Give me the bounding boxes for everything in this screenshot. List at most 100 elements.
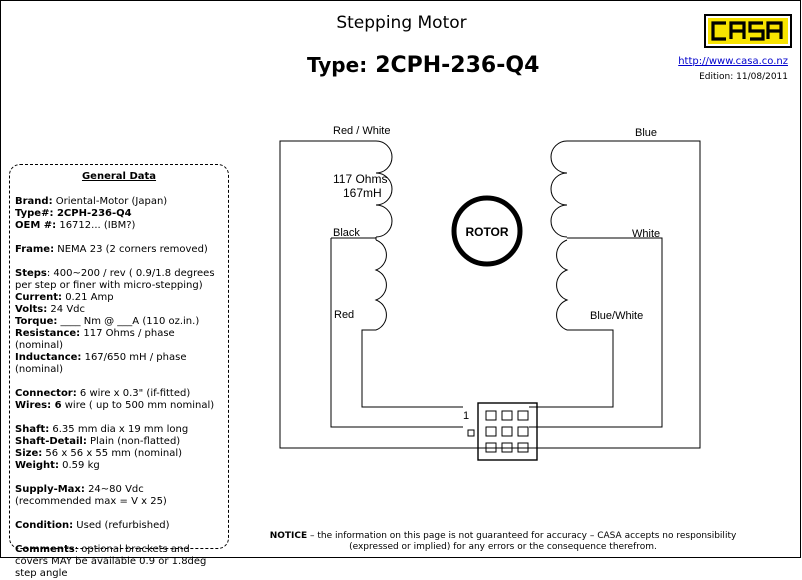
spec-key: Steps <box>15 268 47 279</box>
label-white: White <box>632 228 660 240</box>
website-link[interactable]: http://www.casa.co.nz <box>678 56 788 67</box>
general-data-panel: General Data Brand: Oriental-Motor (Japa… <box>9 164 229 579</box>
wire-red <box>361 329 463 408</box>
spec-row: Wires: 6 wire ( up to 500 mm nominal) <box>15 400 223 412</box>
connector-key-marker <box>467 429 475 437</box>
spec-row: Connector: 6 wire x 0.3" (if-fitted) <box>15 388 223 400</box>
spec-key: Supply-Max: <box>15 484 85 495</box>
spec-value: : 400~200 / rev ( 0.9/1.8 degrees per st… <box>15 268 215 291</box>
connector-pin <box>517 426 529 437</box>
wiring-diagram: Red / White Blue 117 Ohms 167mH Black Wh… <box>279 125 701 461</box>
spec-value: wire ( up to 500 mm nominal) <box>61 400 215 411</box>
type-heading: Type: 2CPH-236-Q4 <box>307 53 539 78</box>
spec-key: Connector: <box>15 388 77 399</box>
spec-value: 117 Ohms / phase (nominal) <box>15 328 175 351</box>
spec-value: 0.59 kg <box>58 460 100 471</box>
spec-row: Torque: ____ Nm @ ___A (110 oz.in.) <box>15 316 223 328</box>
spec-row: Size: 56 x 56 x 55 mm (nominal) <box>15 448 223 460</box>
general-data-group: Steps: 400~200 / rev ( 0.9/1.8 degrees p… <box>15 268 223 376</box>
spec-row: OEM #: 16712... (IBM?) <box>15 220 223 232</box>
label-blue: Blue <box>635 127 657 139</box>
connector-pin <box>501 426 513 437</box>
spec-key: Current: <box>15 292 63 303</box>
label-rotor: ROTOR <box>465 225 508 239</box>
notice-text: – the information on this page is not gu… <box>307 531 737 552</box>
left-coil-upper <box>375 140 393 238</box>
connector-pin <box>501 410 513 421</box>
connector-pin <box>485 410 497 421</box>
spec-value: : optional brackets and covers MAY be av… <box>15 544 207 579</box>
type-label: Type: <box>307 53 368 77</box>
label-black: Black <box>333 227 360 239</box>
general-data-group: Brand: Oriental-Motor (Japan)Type#: 2CPH… <box>15 196 223 232</box>
spec-key: Condition: <box>15 520 74 531</box>
spec-key: Brand: <box>15 196 53 207</box>
right-coil-upper <box>550 140 568 238</box>
connector-pin <box>501 442 513 453</box>
spec-row: Frame: NEMA 23 (2 corners removed) <box>15 244 223 256</box>
spec-row: Resistance: 117 Ohms / phase (nominal) <box>15 328 223 352</box>
label-resistance: 117 Ohms <box>333 172 387 186</box>
label-red-white: Red / White <box>333 125 390 137</box>
general-data-body: Brand: Oriental-Motor (Japan)Type#: 2CPH… <box>15 196 223 580</box>
spec-value: 6 wire x 0.3" (if-fitted) <box>76 388 191 399</box>
spec-row: Type#: 2CPH-236-Q4 <box>15 208 223 220</box>
spec-value: Oriental-Motor (Japan) <box>52 196 168 207</box>
spec-value: 167/650 mH / phase (nominal) <box>15 352 187 375</box>
spec-key: Volts: <box>15 304 48 315</box>
notice-key: NOTICE <box>269 531 308 541</box>
casa-logo <box>704 14 792 48</box>
spec-value: ____ Nm @ ___A (110 oz.in.) <box>57 316 200 327</box>
connector-pin <box>517 442 529 453</box>
spec-row: Shaft-Detail: Plain (non-flatted) <box>15 436 223 448</box>
spec-key: Wires: 6 <box>15 400 62 411</box>
spec-row: Shaft: 6.35 mm dia x 19 mm long <box>15 424 223 436</box>
spec-key: Resistance: <box>15 328 81 339</box>
spec-key: Size: <box>15 448 43 459</box>
connector-pin <box>485 426 497 437</box>
wire-red-white <box>279 140 701 449</box>
general-data-group: Condition: Used (refurbished) <box>15 520 223 532</box>
spec-key: Inductance: <box>15 352 82 363</box>
rotor-symbol <box>451 195 523 267</box>
casa-logo-badge <box>708 18 788 44</box>
spec-row: Inductance: 167/650 mH / phase (nominal) <box>15 352 223 376</box>
label-red: Red <box>334 309 354 321</box>
spec-row: Steps: 400~200 / rev ( 0.9/1.8 degrees p… <box>15 268 223 292</box>
spec-value: 56 x 56 x 55 mm (nominal) <box>42 448 182 459</box>
page-title: Stepping Motor <box>336 13 467 33</box>
spec-key: Frame: <box>15 244 55 255</box>
spec-value: 0.21 Amp <box>62 292 114 303</box>
spec-key: OEM #: <box>15 220 57 231</box>
label-blue-white: Blue/White <box>590 310 643 322</box>
right-coil-lower <box>556 239 569 331</box>
general-data-group: Supply-Max: 24~80 Vdc (recommended max =… <box>15 484 223 508</box>
spec-row: Condition: Used (refurbished) <box>15 520 223 532</box>
spec-row: Brand: Oriental-Motor (Japan) <box>15 196 223 208</box>
spec-value: 16712... (IBM?) <box>56 220 136 231</box>
connector-pin <box>517 410 529 421</box>
spec-key: Weight: <box>15 460 59 471</box>
spec-key: Type#: <box>15 208 54 219</box>
spec-key: Shaft: <box>15 424 50 435</box>
spec-value: Used (refurbished) <box>73 520 170 531</box>
label-pin-one: 1 <box>463 410 469 422</box>
wire-white <box>529 237 663 428</box>
general-data-group: Comments: optional brackets and covers M… <box>15 544 223 580</box>
general-data-group: Frame: NEMA 23 (2 corners removed) <box>15 244 223 256</box>
spec-value: 24 Vdc <box>47 304 86 315</box>
spec-value: NEMA 23 (2 corners removed) <box>54 244 208 255</box>
spec-value: 2CPH-236-Q4 <box>53 208 132 219</box>
spec-row: Comments: optional brackets and covers M… <box>15 544 223 580</box>
spec-value: 24~80 Vdc (recommended max = V x 25) <box>15 484 167 507</box>
label-inductance: 167mH <box>343 186 382 200</box>
casa-logo-lettering <box>711 21 783 41</box>
type-value: 2CPH-236-Q4 <box>375 53 540 78</box>
left-coil-lower <box>374 239 387 331</box>
wire-black-down <box>330 238 463 428</box>
spec-value: Plain (non-flatted) <box>86 436 181 447</box>
spec-key: Torque: <box>15 316 58 327</box>
general-data-group: Connector: 6 wire x 0.3" (if-fitted)Wire… <box>15 388 223 412</box>
